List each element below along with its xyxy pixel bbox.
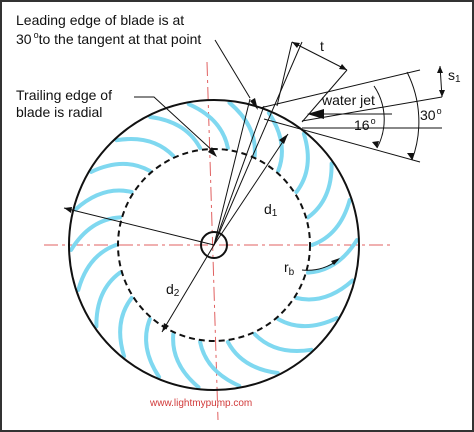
- blade: [76, 243, 118, 292]
- t-label: t: [320, 38, 324, 54]
- water-jet-label: water jet: [321, 92, 375, 108]
- leading-edge-label-line1: Leading edge of blade is at: [16, 12, 184, 28]
- blade: [266, 111, 284, 173]
- outer-rim: [68, 99, 360, 391]
- d1-label: d1: [264, 201, 278, 219]
- rb-label: rb: [284, 259, 295, 278]
- angle-16-value: 16: [354, 117, 370, 133]
- blade: [252, 332, 314, 353]
- water-jet-arrowhead: [307, 109, 324, 119]
- t-arrow-1: [292, 42, 300, 48]
- blade: [73, 188, 134, 212]
- angle-30-value: 30: [420, 107, 436, 123]
- blade: [69, 215, 122, 252]
- d2-main: d: [166, 281, 174, 297]
- blade: [310, 198, 352, 247]
- blade-group: [69, 100, 359, 390]
- d2-dimension-line: [63, 207, 215, 246]
- angle-16-label: 16o: [354, 116, 376, 133]
- jet-line-upper: [259, 69, 421, 109]
- blade: [94, 270, 122, 329]
- t-dimension-line: [291, 41, 348, 71]
- d2-subscript: 2: [174, 288, 180, 299]
- d2-arrow-2: [162, 323, 169, 332]
- t-extension-1: [276, 41, 293, 107]
- degree-mark: o: [34, 30, 39, 40]
- vertical-centerline: [206, 61, 219, 421]
- jet-line-middle: [301, 96, 443, 122]
- blade: [306, 161, 334, 220]
- d1-arrow: [279, 134, 288, 144]
- trailing-edge-leader-arrow: [208, 147, 217, 157]
- s1-main: s: [448, 67, 455, 83]
- t-arrow-2: [339, 64, 347, 70]
- radial-line-to-leading-edge: [213, 105, 265, 246]
- d2-dimension-line-2: [161, 244, 215, 333]
- watermark-url: www.lightmypump.com: [149, 398, 252, 409]
- blade: [276, 316, 339, 329]
- jet-line-lower: [263, 118, 421, 163]
- leading-edge-label-rest: to the tangent at that point: [39, 31, 202, 47]
- trailing-edge-label-line2: blade is radial: [16, 104, 102, 120]
- d1-main: d: [264, 201, 272, 217]
- blade: [114, 137, 176, 158]
- leading-edge-angle: 30: [16, 31, 32, 47]
- leading-edge-leader: [214, 39, 251, 99]
- inner-circle-d2: [117, 148, 311, 342]
- s1-arrow-bottom: [439, 90, 445, 97]
- arc-30-deg: [406, 71, 420, 161]
- degree-mark-30: o: [437, 106, 442, 116]
- trailing-edge-leader: [134, 96, 215, 153]
- blade: [144, 317, 162, 379]
- blade: [118, 296, 134, 359]
- s1-label: s1: [448, 67, 461, 85]
- rb-subscript: b: [289, 267, 295, 278]
- arc-16-deg: [373, 85, 385, 149]
- s1-subscript: 1: [455, 74, 461, 85]
- angle-30-label: 30o: [420, 106, 442, 123]
- d1-dimension-line: [213, 133, 289, 246]
- hub: [200, 231, 228, 259]
- blade: [294, 131, 310, 194]
- blade: [198, 340, 242, 388]
- degree-mark-16: o: [371, 116, 376, 126]
- leading-edge-direction: [213, 41, 303, 246]
- leading-edge-leader-arrow: [250, 98, 258, 110]
- blade: [225, 340, 280, 375]
- blade: [294, 278, 355, 302]
- arc-16-arrow: [372, 141, 379, 148]
- blade: [186, 102, 230, 150]
- blade: [148, 115, 203, 150]
- trailing-edge-label-line1: Trailing edge of: [16, 87, 112, 103]
- d2-arrow: [64, 207, 72, 213]
- d2-label: d2: [166, 281, 180, 299]
- rb-arrow: [331, 258, 340, 265]
- rb-main: r: [284, 259, 289, 275]
- d1-subscript: 1: [272, 208, 278, 219]
- tangent-line: [213, 98, 251, 246]
- blade: [89, 161, 152, 174]
- s1-arrow-top: [437, 66, 443, 73]
- arc-30-arrow: [407, 153, 414, 160]
- blade: [171, 332, 201, 390]
